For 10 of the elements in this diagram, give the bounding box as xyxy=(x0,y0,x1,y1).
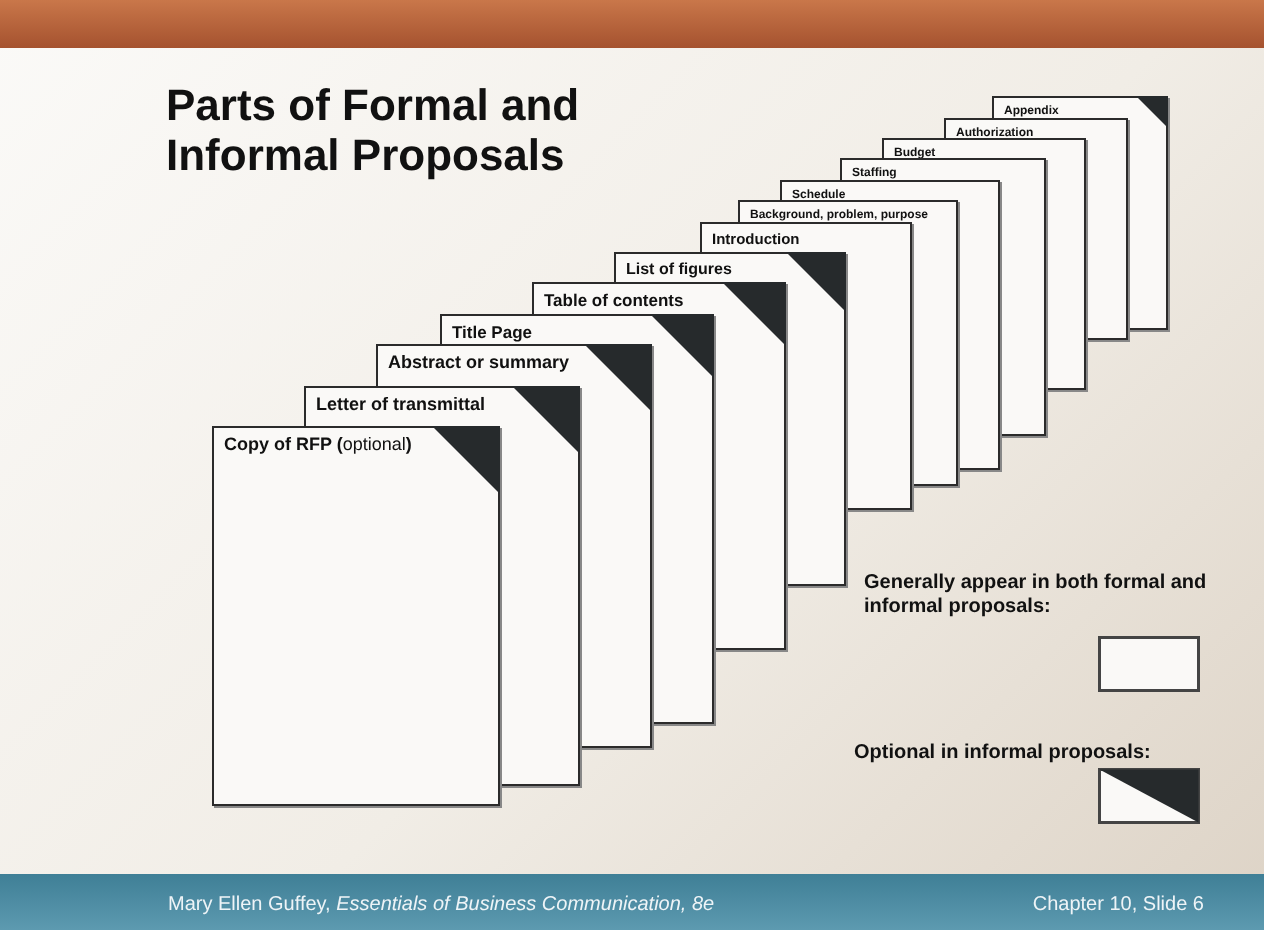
footer-citation: Mary Ellen Guffey, Essentials of Business Communication, 8e xyxy=(168,894,715,916)
page-label: Title Page xyxy=(452,324,532,341)
page-label: Abstract or summary xyxy=(388,354,570,372)
slide-title: Parts of Formal and Informal Proposals xyxy=(166,80,582,182)
page-label: List of figures xyxy=(626,262,732,278)
page-label: Table of contents xyxy=(544,292,684,309)
legend-text: Optional in informal proposals: xyxy=(854,742,1153,765)
legend-text: Generally appear in both formal and informal proposals: xyxy=(864,572,1209,618)
slide-number: Chapter 10, Slide 6 xyxy=(1032,894,1204,916)
page-label: Letter of transmittal xyxy=(316,396,486,414)
